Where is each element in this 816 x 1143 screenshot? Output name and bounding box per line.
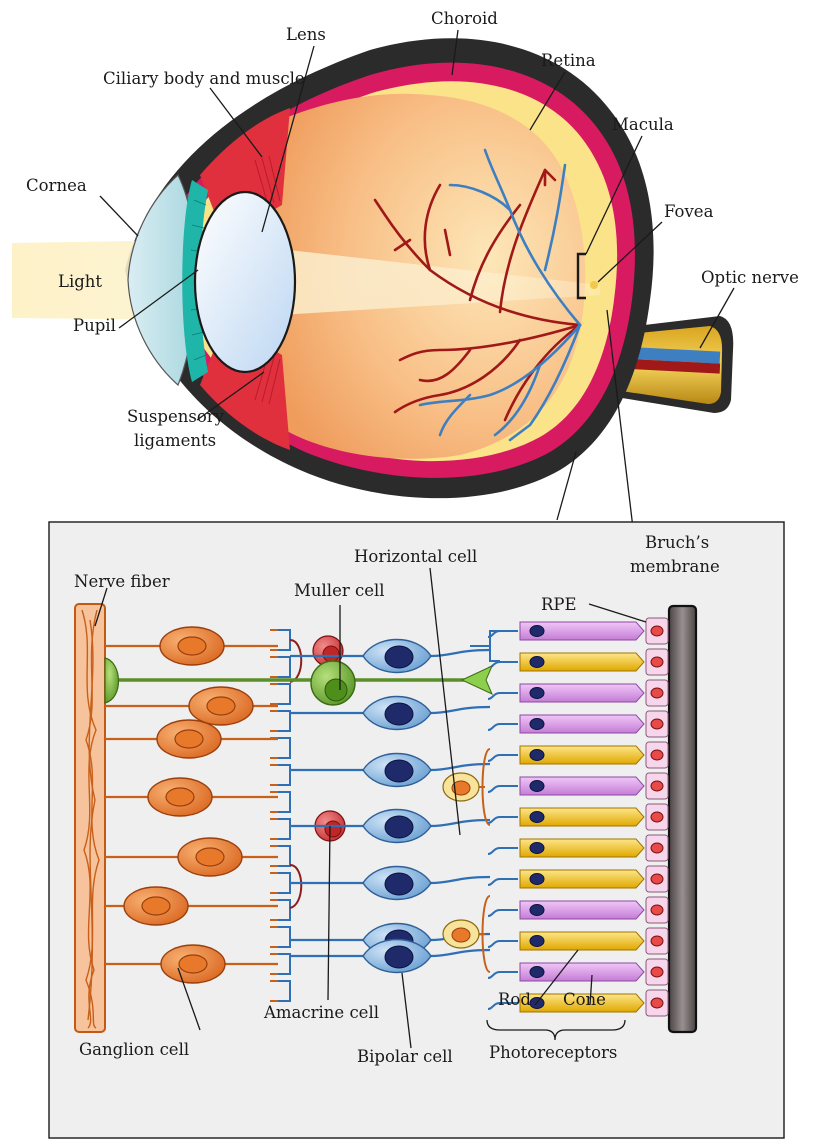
label-photoreceptors: Photoreceptors [489,1043,617,1062]
eye-cross-section [12,38,733,498]
photoreceptor-nucleus [530,936,544,947]
rpe-cell [646,897,668,923]
rpe-cell [646,649,668,675]
bipolar-nucleus [385,760,413,782]
rpe-nucleus [651,905,663,915]
rpe-cell [646,711,668,737]
bipolar-nucleus [385,816,413,838]
rpe-nucleus [651,781,663,791]
label-rpe: RPE [541,595,577,614]
rpe-cell [646,742,668,768]
ganglion-nucleus [178,637,206,655]
lens [195,192,295,372]
rpe-cell [646,959,668,985]
label-choroid: Choroid [431,9,498,28]
rpe-nucleus [651,812,663,822]
rpe-cell [646,618,668,644]
label-amacrine-cell: Amacrine cell [263,1003,379,1022]
label-light: Light [58,272,102,291]
label-pupil: Pupil [73,316,116,335]
label-bipolar-cell: Bipolar cell [357,1047,453,1066]
label-nerve-fiber: Nerve fiber [74,572,170,591]
rpe-cell [646,866,668,892]
rpe-nucleus [651,688,663,698]
rpe-nucleus [651,936,663,946]
rpe-nucleus [651,657,663,667]
label-muller-cell: Muller cell [294,581,385,600]
ganglion-nucleus [142,897,170,915]
ganglion-nucleus [207,697,235,715]
ganglion-nucleus [175,730,203,748]
label-membrane: membrane [630,557,720,576]
ganglion-nucleus [166,788,194,806]
rpe-cell [646,928,668,954]
rpe-nucleus [651,626,663,636]
rpe-nucleus [651,843,663,853]
rpe-nucleus [651,967,663,977]
bipolar-nucleus [385,646,413,668]
label-cornea: Cornea [26,176,87,195]
label-horizontal-cell: Horizontal cell [354,547,477,566]
fovea-mark [590,281,598,289]
photoreceptor-nucleus [530,626,544,637]
nerve-fiber-layer [75,604,105,1032]
rpe-nucleus [651,750,663,760]
photoreceptor-nucleus [530,905,544,916]
amacrine-nucleus [323,646,339,662]
photoreceptor-nucleus [530,812,544,823]
label-optic-nerve: Optic nerve [701,268,799,287]
photoreceptor-nucleus [530,657,544,668]
label-lens: Lens [286,25,326,44]
photoreceptor-nucleus [530,750,544,761]
bipolar-nucleus [385,946,413,968]
bipolar-nucleus [385,703,413,725]
photoreceptor-nucleus [530,719,544,730]
label-cone: Cone [563,990,606,1009]
rpe-cell [646,804,668,830]
label-macula: Macula [612,115,674,134]
photoreceptor-nucleus [530,967,544,978]
rpe-nucleus [651,998,663,1008]
ganglion-nucleus [179,955,207,973]
label-rod: Rod [498,990,531,1009]
label-ligaments: ligaments [134,431,216,450]
photoreceptor-nucleus [530,843,544,854]
rpe-cell [646,835,668,861]
horizontal-nucleus [452,928,470,942]
rpe-cell [646,990,668,1016]
bipolar-nucleus [385,873,413,895]
label-suspensory: Suspensory [127,407,225,426]
bruchs-membrane [669,606,696,1032]
amacrine-nucleus [325,821,341,837]
label-ciliary-body: Ciliary body and muscle [103,69,305,88]
label-ganglion-cell: Ganglion cell [79,1040,189,1059]
label-fovea: Fovea [664,202,714,221]
label-bruchs: Bruch’s [645,533,709,552]
photoreceptor-nucleus [530,688,544,699]
photoreceptor-nucleus [530,781,544,792]
ganglion-nucleus [196,848,224,866]
rpe-nucleus [651,719,663,729]
photoreceptor-nucleus [530,874,544,885]
label-retina: Retina [541,51,596,70]
rpe-nucleus [651,874,663,884]
rpe-cell [646,773,668,799]
rpe-cell [646,680,668,706]
